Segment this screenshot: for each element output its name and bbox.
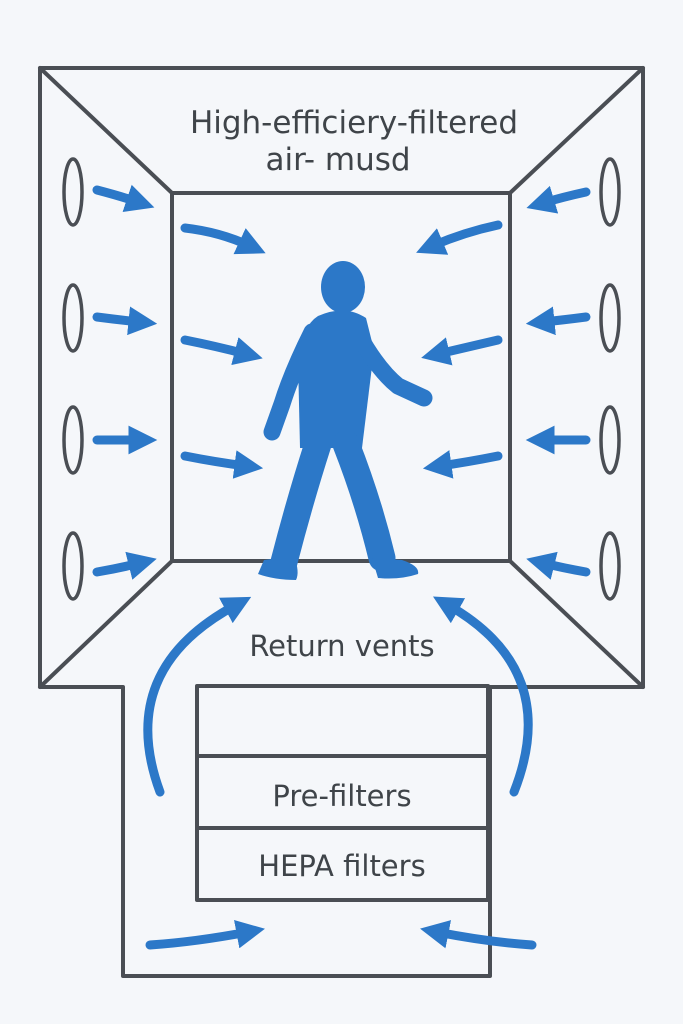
corner-top-right [508,66,645,195]
arrow-icon [416,220,503,255]
arrow-icon [432,596,533,797]
airflow-inner [180,220,503,479]
vents-left [62,157,84,601]
vent-icon [62,405,84,475]
walking-person-icon [258,261,433,580]
filter-stack [195,684,490,902]
vent-icon [599,531,621,601]
vent-icon [62,283,84,353]
arrow-icon [92,551,157,580]
person-foot-back [258,556,298,580]
vent-icon [62,157,84,227]
airflow-right-vents [525,185,591,580]
return-vents-label: Return vents [249,629,434,663]
vent-icon [599,157,621,227]
vent-icon [599,283,621,353]
corner-bottom-left [38,559,174,689]
inner-chamber [170,191,512,563]
corner-top-left [38,66,174,195]
outer-shell [38,66,645,978]
arrow-icon [143,596,252,797]
arrow-icon [421,335,503,366]
pre-filters-label: Pre-filters [272,779,411,813]
person-arm-back [263,323,321,441]
arrow-icon [525,306,591,336]
arrow-icon [422,450,503,479]
airflow-left-vents [92,184,158,580]
arrow-icon [420,920,537,950]
arrow-icon [92,184,155,213]
person-leg-front [332,430,396,572]
vent-icon [62,531,84,601]
airflow-return [143,596,537,950]
vent-icon [599,405,621,475]
filter-box-hepa [195,826,490,902]
arrow-icon [145,919,265,950]
person-leg-back [270,430,332,576]
top-label-line2: air- musd [265,142,410,178]
arrow-icon [180,223,266,255]
person-foot-front [372,558,419,579]
vents-right [599,157,621,601]
arrow-icon [526,185,591,214]
person-head [321,261,365,313]
person-arm-front [349,325,433,407]
arrow-icon [92,306,158,336]
chamber-outline [38,66,645,978]
top-label-line1: High-efficiery-filtered [190,105,518,141]
corner-bottom-right [508,559,645,689]
hepa-filters-label: HEPA filters [258,849,425,883]
arrow-icon [526,551,591,580]
arrow-icon [180,335,263,366]
filter-box-top [195,684,490,758]
arrow-icon [180,450,264,479]
